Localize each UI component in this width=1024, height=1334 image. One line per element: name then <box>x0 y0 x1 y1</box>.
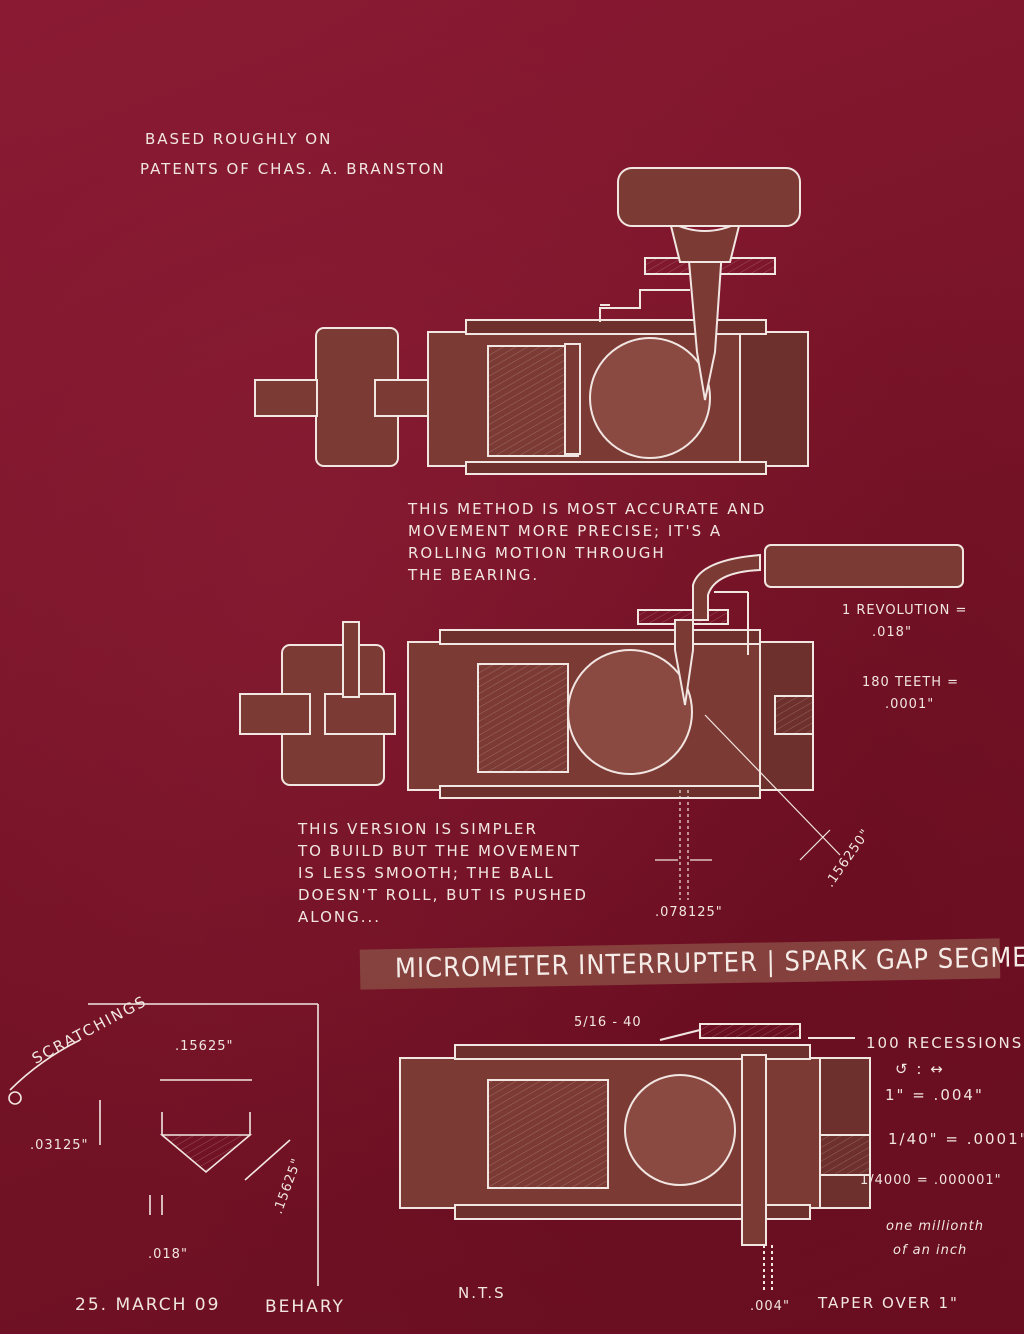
top-device <box>254 167 809 475</box>
footer-date: 25. MARCH 09 <box>75 1295 221 1315</box>
method-2-note: THIS VERSION IS SIMPLER TO BUILD BUT THE… <box>298 820 588 926</box>
revolution-value: .018" <box>872 625 912 640</box>
middle-dimension-lines <box>655 714 841 900</box>
teeth-label: 180 TEETH = <box>862 675 960 690</box>
cutting-tip <box>159 1134 253 1174</box>
width-dimension: .078125" <box>655 905 723 920</box>
rotation-legend: ↺ : ↔ <box>895 1060 945 1078</box>
scratch-dim-top: .15625" <box>175 1039 234 1054</box>
bottom-device <box>399 1023 871 1290</box>
taper-note: TAPER OVER 1" <box>818 1294 959 1312</box>
header-line-1: BASED ROUGHLY ON <box>145 130 333 148</box>
scratch-dim-tip: .018" <box>148 1247 188 1262</box>
recessions-label: 100 RECESSIONS <box>866 1034 1024 1052</box>
footer-scale: N.T.S <box>458 1284 506 1302</box>
scratchings-panel <box>8 1003 319 1286</box>
ratio-1: 1" = .004" <box>885 1086 984 1104</box>
middle-device <box>239 544 964 799</box>
method-1-note: THIS METHOD IS MOST ACCURATE AND MOVEMEN… <box>408 500 767 584</box>
header-line-2: PATENTS OF CHAS. A. BRANSTON <box>140 160 446 178</box>
scratch-dim-height: .03125" <box>30 1138 89 1153</box>
ratio-2: 1/40" = .0001" <box>888 1130 1024 1148</box>
banner-strip <box>359 938 1001 990</box>
ratio-note-line-1: one millionth <box>886 1219 984 1234</box>
ratio-note-line-2: of an inch <box>893 1243 968 1258</box>
revolution-label: 1 REVOLUTION = <box>842 603 968 618</box>
scratch-arrow <box>9 1039 81 1091</box>
footer-author: BEHARY <box>265 1297 345 1317</box>
taper-dimension: .004" <box>750 1299 790 1314</box>
thread-label: 5/16 - 40 <box>574 1015 642 1030</box>
ratio-3: 1/4000 = .000001" <box>860 1173 1002 1188</box>
teeth-value: .0001" <box>885 697 935 712</box>
